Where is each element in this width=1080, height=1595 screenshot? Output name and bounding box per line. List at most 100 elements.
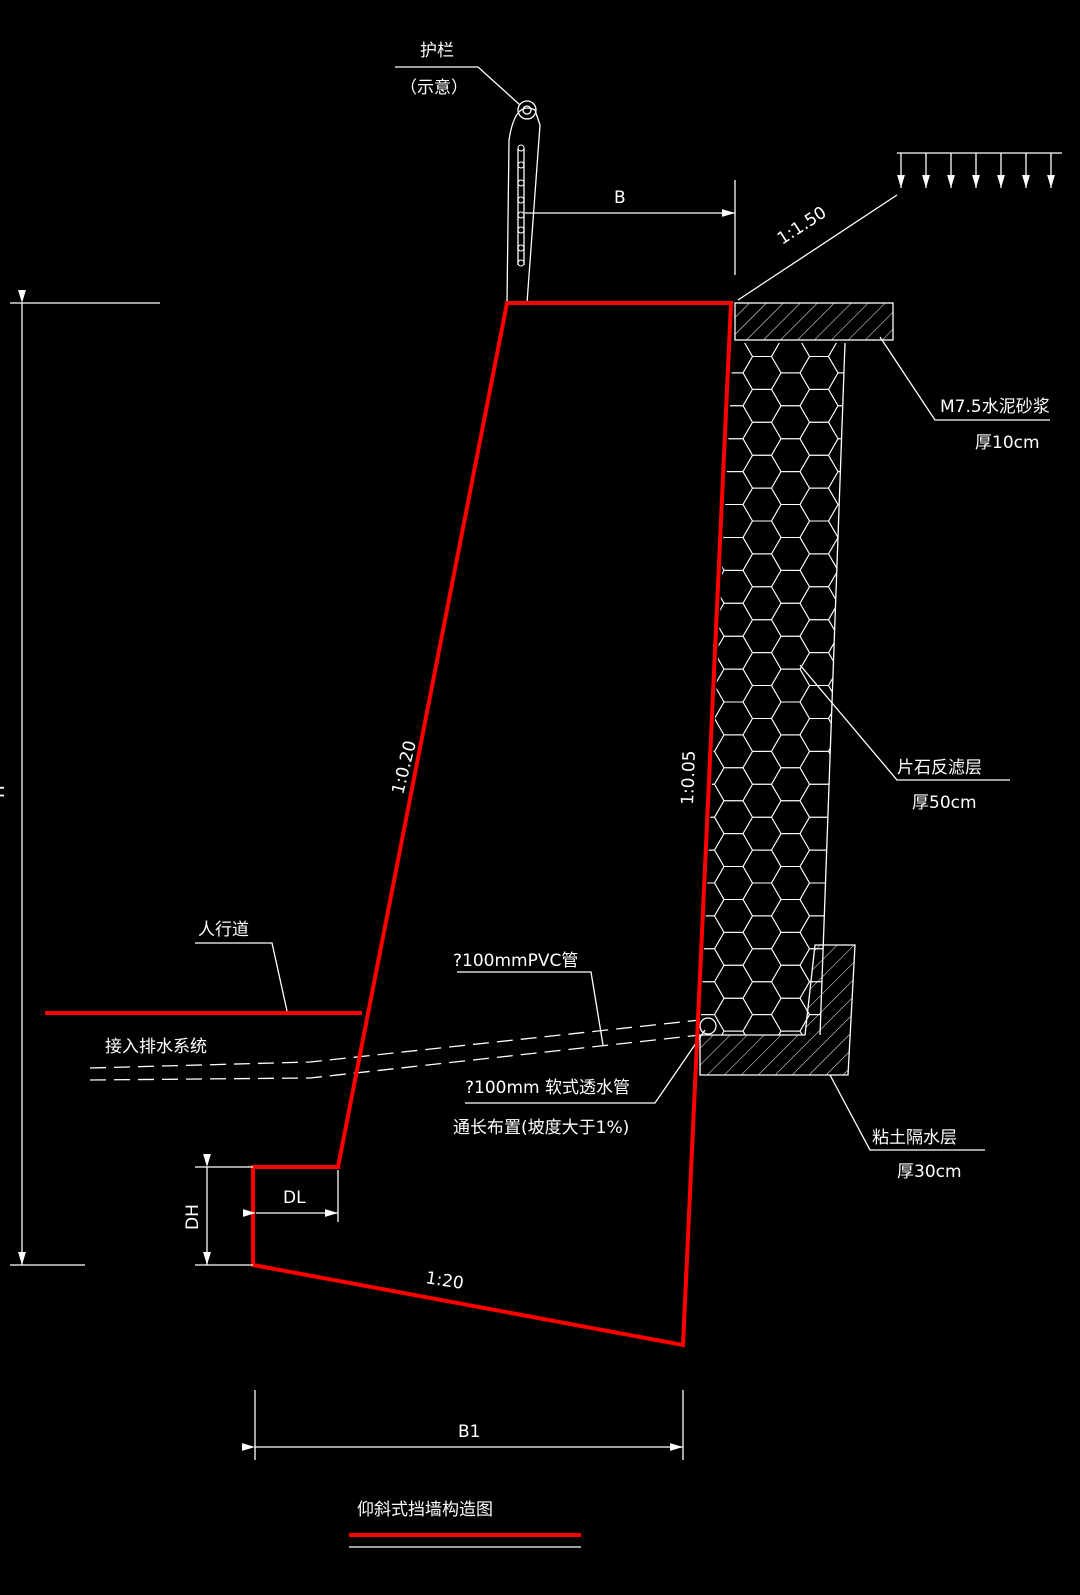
filter-stone-hexagon [829,1097,867,1130]
filter-stone-hexagon [943,1196,981,1229]
filter-stone-hexagon [686,1311,724,1344]
dimension-dl: DL [243,1170,339,1222]
filter-stone-hexagon [914,817,952,850]
filter-stone-hexagon [943,834,981,867]
filter-stone-hexagon [943,1558,981,1591]
filter-stone-hexagon [742,816,782,851]
filter-thickness: 厚50cm [912,793,977,813]
back-slope-label: 1:0.05 [678,750,700,805]
filter-stone-hexagon [772,1262,810,1295]
filter-stone-hexagon [770,471,811,505]
pvc-pipe-leader [457,971,604,1046]
filter-stone-hexagon [914,324,952,357]
filter-stone-hexagon [857,982,895,1015]
filter-stone-hexagon [799,487,839,522]
clay-thickness: 厚30cm [897,1162,962,1182]
filter-stone-hexagon [772,1459,810,1492]
filter-stone-hexagon [827,899,845,933]
filter-stone-hexagon [943,505,981,538]
filter-stone-hexagon [700,652,725,686]
filter-stone-hexagon [772,1558,810,1591]
backfill-slope-label: 1:1.50 [774,203,831,249]
filter-stone-hexagon [800,1443,838,1476]
filter-stone-hexagon [943,1426,981,1459]
filter-stone-hexagon [943,900,981,933]
soft-pipe-leader [465,1029,706,1104]
filter-stone-hexagon [686,1245,724,1278]
filter-stone-hexagon [857,1377,895,1410]
filter-stone-hexagon [700,454,725,489]
filter-stone-hexagon [800,1475,838,1508]
dimension-dl-label: DL [283,1188,306,1208]
filter-stone-hexagon [943,1097,981,1130]
filter-stone-hexagon [914,1508,952,1541]
filter-stone-hexagon [857,422,895,455]
filter-stone-hexagon [800,1146,838,1179]
drain-pipe [89,1017,717,1081]
filter-stone-hexagon [886,1327,924,1360]
filter-stone-hexagon [886,636,924,669]
filter-leader [799,664,1010,781]
filter-stone-hexagon [799,619,839,654]
filter-stone-hexagon [943,570,981,603]
filter-stone-hexagon [857,620,895,653]
filter-stone-hexagon [715,1327,753,1360]
backfill-slope-line [737,194,898,301]
mortar-thickness: 厚10cm [975,433,1040,453]
filter-stone-hexagon [857,949,895,982]
surcharge-load [897,152,1062,188]
filter-stone-hexagon [829,1393,867,1426]
filter-stone-hexagon [886,867,924,900]
filter-stone-hexagon [914,488,952,521]
filter-stone-hexagon [827,668,845,703]
soft-pipe-note: 通长布置(坡度大于1%) [453,1118,629,1138]
railing-hole [517,226,525,234]
filter-stone-hexagon [700,356,725,390]
filter-stone-hexagon [713,734,754,769]
railing: 护栏 （示意） [395,41,541,304]
filter-stone-hexagon [742,750,782,785]
filter-stone-hexagon [743,1311,781,1344]
filter-stone-hexagon [827,767,845,802]
filter-stone-hexagon [886,603,924,636]
filter-stone-hexagon [827,405,845,440]
filter-stone-hexagon [914,554,952,587]
filter-stone-hexagon [700,388,725,423]
filter-stone-hexagon [799,586,839,621]
filter-stone-hexagon [772,1426,810,1459]
filter-stone-hexagon [914,620,952,653]
dimension-b: B [525,180,736,275]
filter-stone-hexagon [800,1344,838,1377]
mortar-leader [879,336,1050,421]
filter-stone-hexagon [827,569,845,604]
filter-stone-hexagon [713,997,754,1032]
filter-stone-hexagon [700,915,725,950]
filter-stone-hexagon [743,1212,781,1245]
railing-hole [517,211,525,219]
filter-layer-edge [819,342,846,1036]
filter-stone-hexagon [799,388,839,423]
filter-stone-hexagon [713,668,754,703]
filter-stone-hexagon [742,718,782,752]
filter-stone-hexagon [742,915,782,950]
filter-stone-hexagon [743,1377,781,1410]
filter-stone-hexagon [914,916,952,949]
filter-stone-hexagon [686,1410,724,1443]
filter-stone-hexagon [857,1048,895,1081]
filter-stone-hexagon [914,1541,952,1574]
filter-stone-hexagon [886,1294,924,1327]
filter-stone-hexagon [886,1558,924,1591]
filter-stone-hexagon [800,1541,838,1574]
filter-stone-hexagon [799,783,839,818]
filter-stone-hexagon [914,1443,952,1476]
filter-stone-hexagon [742,553,782,588]
filter-stone-hexagon [886,1064,924,1097]
filter-stone-hexagon [742,685,782,719]
filter-stone-hexagon [857,817,895,850]
filter-stone-hexagon [857,1278,895,1311]
filter-stone-hexagon [827,438,845,473]
filter-stone-hexagon [713,635,754,670]
filter-stone-hexagon [914,1081,952,1114]
filter-stone-hexagon [799,718,839,752]
